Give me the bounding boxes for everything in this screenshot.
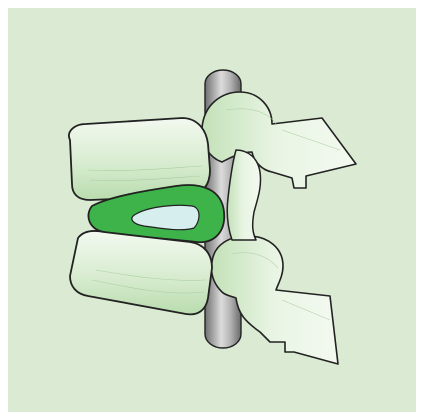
lumbar-spine-disc-icon <box>8 8 416 412</box>
illustration-panel <box>8 8 416 412</box>
